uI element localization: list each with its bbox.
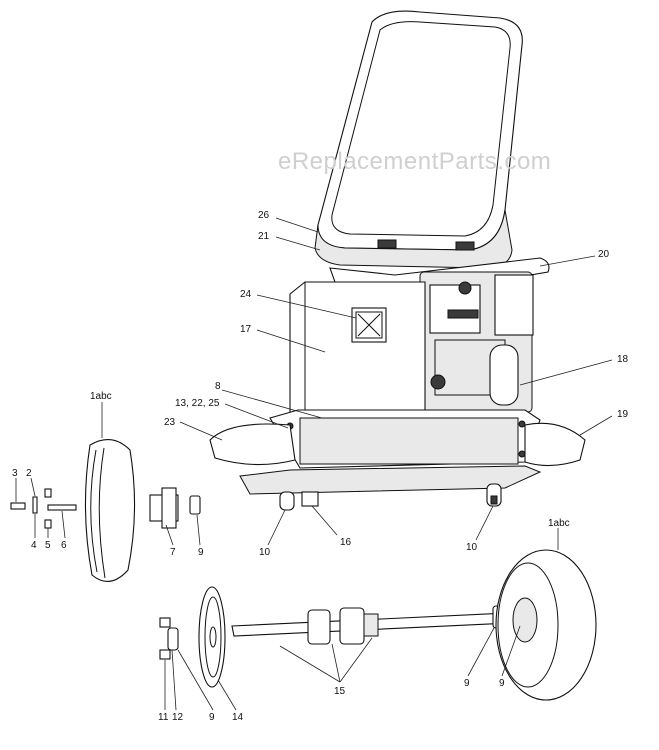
control-box: [289, 281, 426, 422]
callout-10-left: 10: [259, 547, 271, 558]
callout-23: 23: [164, 417, 176, 428]
callout-18: 18: [617, 354, 629, 365]
seat: [314, 10, 523, 269]
right-wheel: [495, 549, 597, 701]
callout-15: 15: [334, 686, 346, 697]
callout-16: 16: [340, 537, 352, 548]
callout-9-bottom: 9: [209, 712, 215, 723]
callout-11: 11: [158, 712, 169, 723]
callout-9-axle-b: 9: [499, 678, 505, 689]
callout-9-axle-a: 9: [464, 678, 470, 689]
callout-20: 20: [598, 249, 610, 260]
callout-8: 8: [215, 381, 221, 392]
sprocket: [159, 586, 226, 688]
callout-14: 14: [232, 712, 244, 723]
callout-26: 26: [258, 210, 270, 221]
callout-12: 12: [172, 712, 184, 723]
left-wheel: [84, 439, 136, 582]
axle: [231, 605, 533, 645]
watermark: eReplacementParts.com: [278, 148, 552, 175]
callout-21: 21: [258, 231, 270, 242]
callout-24: 24: [240, 289, 252, 300]
callout-10-right: 10: [466, 542, 478, 553]
deck: [209, 409, 586, 495]
engine: [419, 271, 534, 413]
callout-2: 2: [26, 468, 32, 479]
callout-1abc-right: 1abc: [548, 518, 570, 529]
callout-6: 6: [61, 540, 67, 551]
leader-lines: [15, 217, 613, 711]
hub-and-hardware: [10, 487, 201, 529]
callout-5: 5: [45, 540, 51, 551]
callout-3: 3: [12, 468, 18, 479]
callout-17: 17: [240, 324, 252, 335]
callout-4: 4: [31, 540, 37, 551]
callout-1abc-left: 1abc: [90, 391, 112, 402]
callout-19: 19: [617, 409, 629, 420]
callout-13-22-25: 13, 22, 25: [175, 398, 220, 409]
callout-9-hub: 9: [198, 547, 204, 558]
casters: [279, 483, 502, 511]
callout-7: 7: [170, 547, 176, 558]
